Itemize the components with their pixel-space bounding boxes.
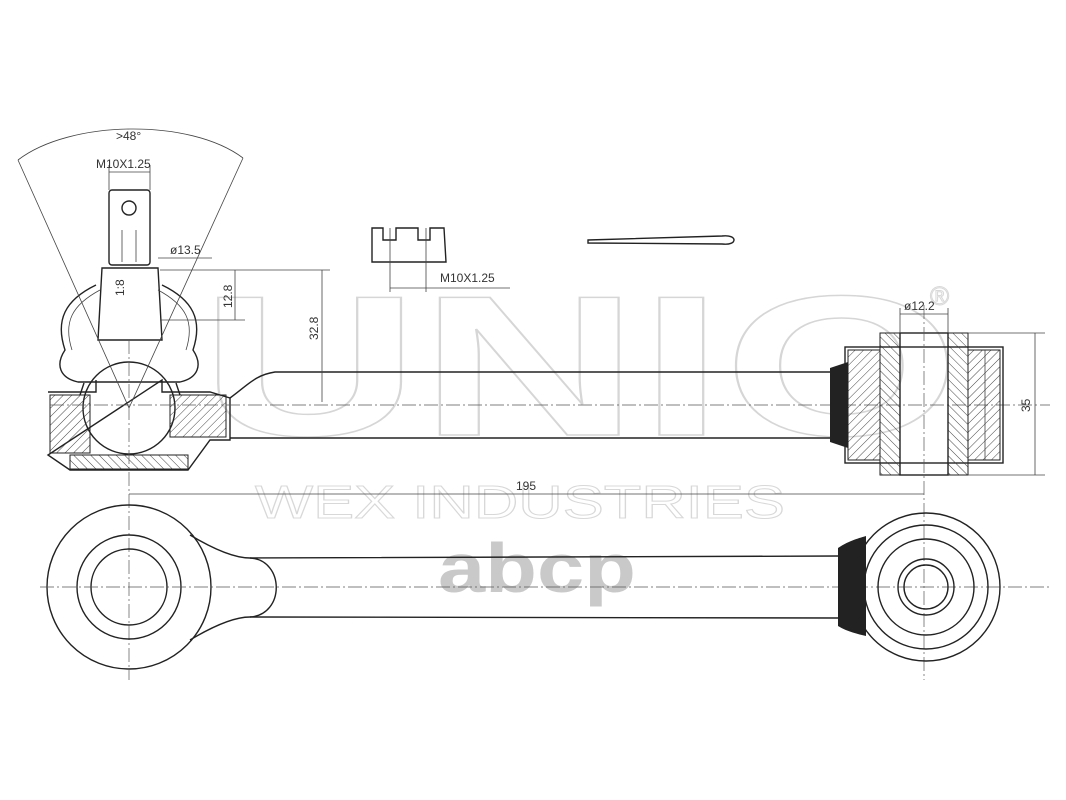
control-arm-bottom [40,504,1050,670]
abcp-logo: abcp [438,529,636,607]
bushing-section [844,305,1004,680]
dimension-texts: >48° M10X1.25 ø13.5 1:8 12.8 32.8 M10X1.… [96,129,1033,493]
cotter-pin [587,235,735,245]
control-arm-top [50,362,1050,448]
dim-stud-diameter: ø13.5 [170,243,201,257]
dim-thread-nut: M10X1.25 [440,271,495,285]
watermark-company: WEX INDUSTRIES [255,476,785,528]
castle-nut [371,227,447,263]
watermark-registered: ® [930,281,949,311]
dim-height-large: 32.8 [307,316,321,340]
dimension-lines [17,128,1045,680]
dim-bushing-width: 35 [1019,398,1033,412]
watermark: UNIO ® WEX INDUSTRIES abcp [199,254,961,607]
dim-angle: >48° [116,129,141,143]
dim-thread-stud: M10X1.25 [96,157,151,171]
dim-height-small: 12.8 [221,284,235,308]
dim-bushing-bore: ø12.2 [904,299,935,313]
dim-taper: 1:8 [113,279,127,296]
dim-length: 195 [516,479,536,493]
